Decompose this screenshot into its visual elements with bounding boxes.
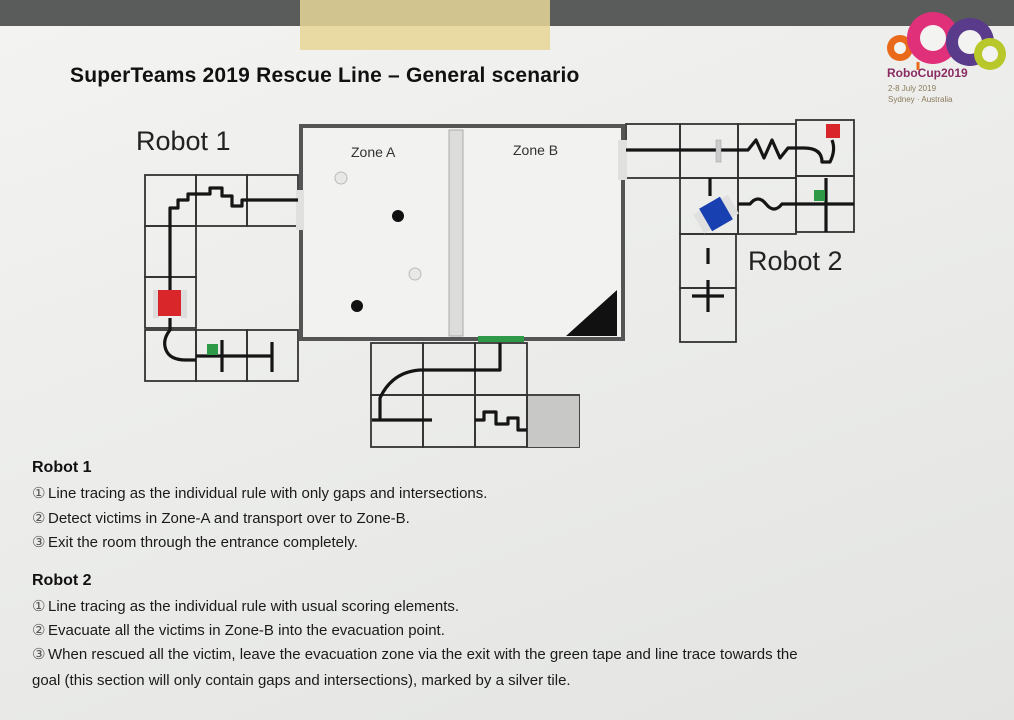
rule-number: ① [32,598,46,615]
rule-number: ① [32,485,46,502]
logo-location: Sydney · Australia [888,95,953,104]
gap-marker [715,139,722,163]
rule-text: Evacuate all the victims in Zone-B into … [48,622,445,639]
zone-a-label: Zone A [351,144,396,160]
logo-dates: 2-8 July 2019 [888,84,937,93]
rule-number: ② [32,510,46,527]
green-marker [814,190,825,201]
rule-text: Exit the room through the entrance compl… [48,534,358,551]
masking-tape [300,0,550,50]
logo-brand: RoboCup2019 [887,66,968,80]
robot2-heading: Robot 2 [32,572,92,589]
evacuation-room [296,124,627,342]
green-marker [207,344,218,355]
rule-number: ③ [32,534,46,551]
red-marker [826,124,840,138]
robot2-icon [693,194,739,234]
tile [195,174,248,227]
rule-text: Detect victims in Zone-A and transport o… [48,510,410,527]
field-map [144,119,855,448]
robot2-map-label: Robot 2 [748,246,843,276]
black-victim [392,210,404,222]
rule-text: When rescued all the victim, leave the e… [48,646,798,663]
zone-b-label: Zone B [513,142,559,158]
evacuation-point [566,290,617,336]
black-victim [351,300,363,312]
robot1-heading: Robot 1 [32,459,92,476]
black-lines [163,138,854,432]
silver-victim [408,267,422,281]
robocup-logo-icon [887,12,1006,70]
rule-number: ③ [32,646,46,663]
rule-text: Line tracing as the individual rule with… [48,485,488,502]
rule-text: Line tracing as the individual rule with… [48,598,460,615]
robot1-map-label: Robot 1 [136,126,231,156]
exit-green-tape [478,336,524,342]
silver-victim [334,171,348,185]
page-title: SuperTeams 2019 Rescue Line – General sc… [70,64,580,87]
robot1-icon [153,290,187,318]
rule-number: ② [32,622,46,639]
silver-goal-tile [528,396,579,447]
robot2-rule-3-continuation: goal (this section will only contain gap… [32,672,571,689]
